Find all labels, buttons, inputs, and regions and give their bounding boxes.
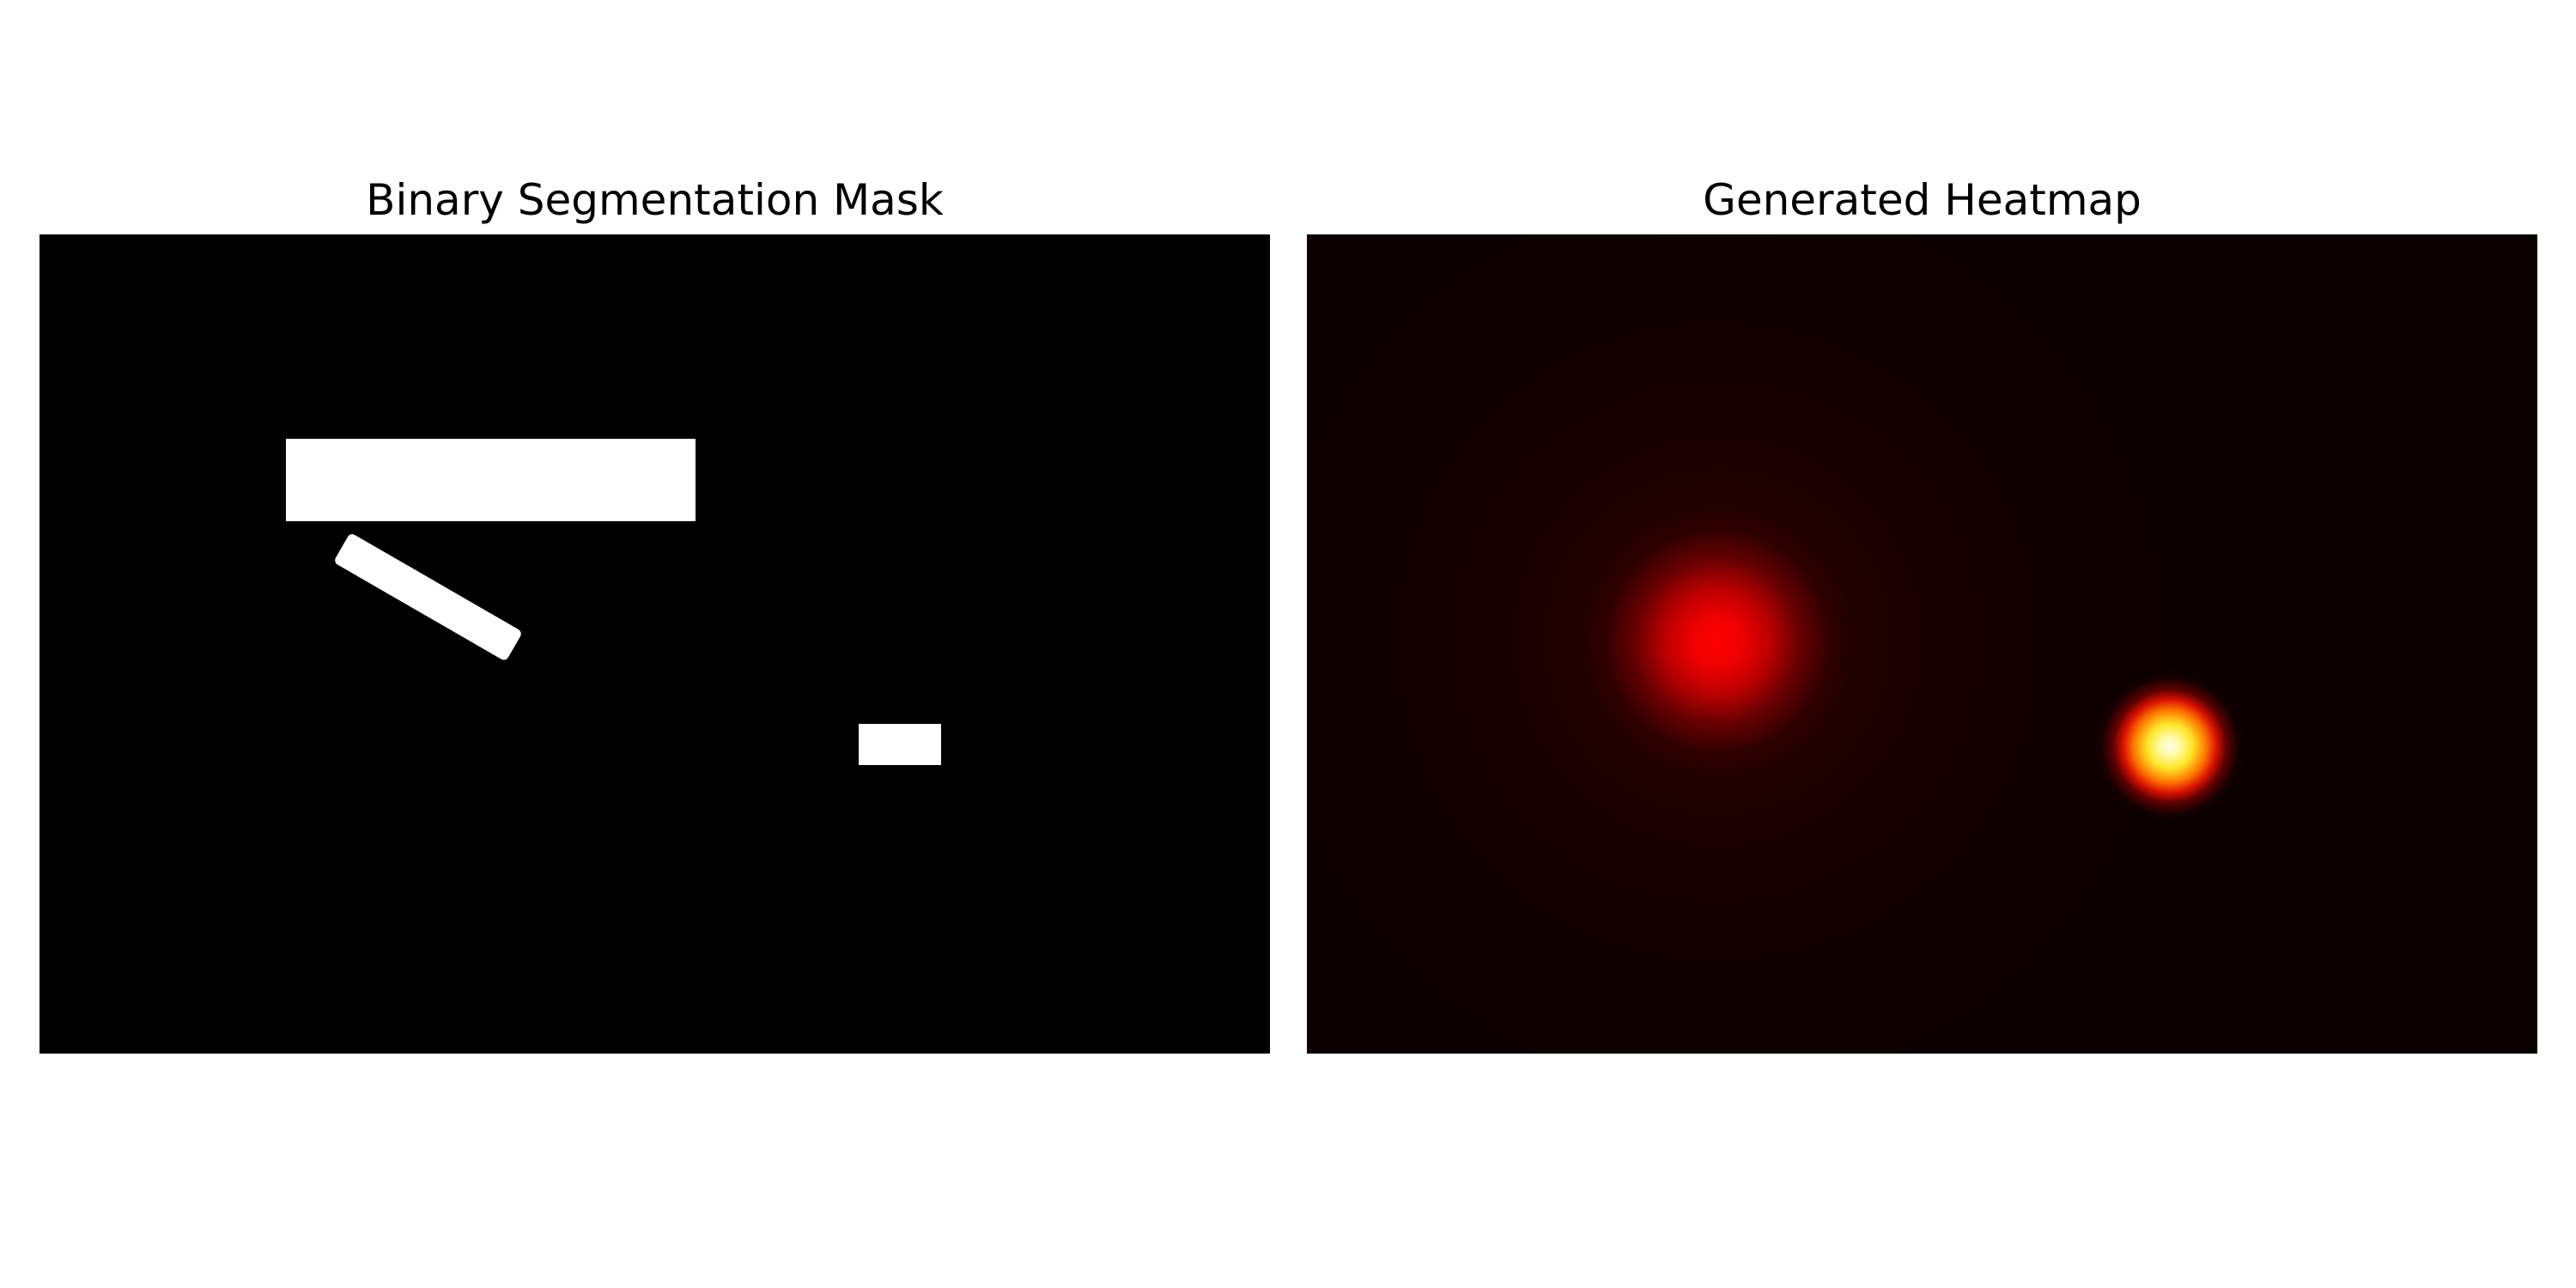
mask-rotated-bar xyxy=(333,532,523,662)
binary-mask-image xyxy=(39,234,1270,1054)
heatmap-panel-title: Generated Heatmap xyxy=(1703,175,2142,225)
mask-rectangle-large xyxy=(286,439,696,521)
heatmap-image xyxy=(1307,234,2537,1054)
mask-panel-title: Binary Segmentation Mask xyxy=(366,175,944,225)
mask-rectangle-small xyxy=(859,724,941,765)
heatmap-yellow-hotspot xyxy=(1307,234,2537,1054)
